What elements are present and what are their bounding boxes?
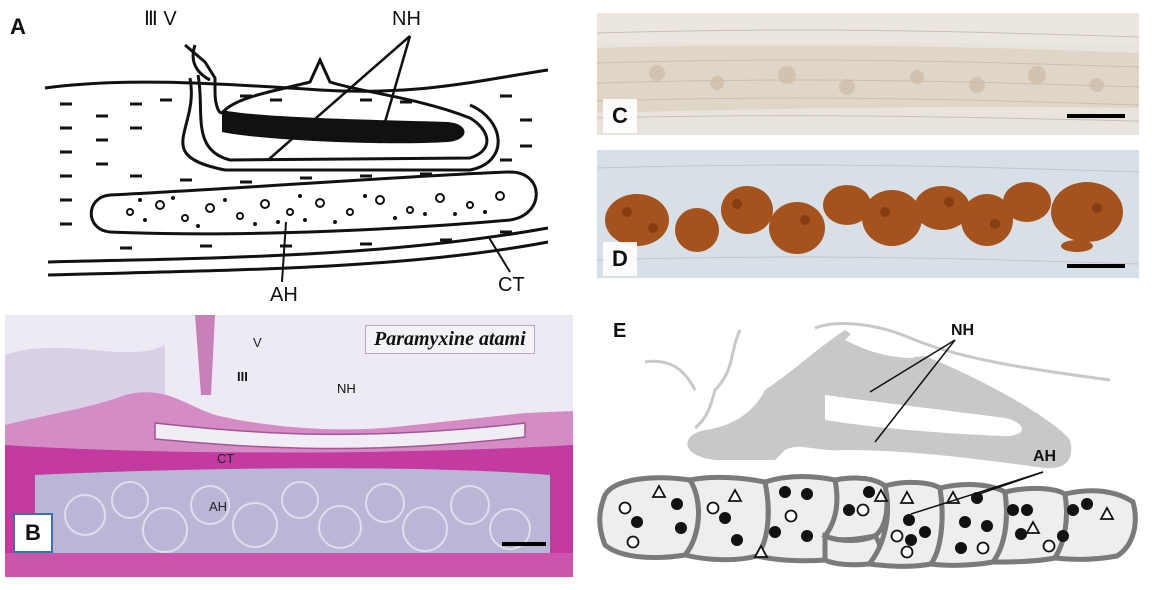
panel-a-ct-label: CT xyxy=(498,274,525,296)
panel-b-ct-label: CT xyxy=(217,451,235,466)
panel-a-drawing xyxy=(44,35,549,283)
panel-c: C xyxy=(596,13,1140,135)
panel-b-nh-label: NH xyxy=(337,381,356,396)
panel-c-scale-bar xyxy=(1067,114,1125,118)
panel-a: A Ⅲ V NH AH CT xyxy=(0,0,580,306)
panel-c-label: C xyxy=(603,99,637,133)
panel-b-ventricle-label: V xyxy=(253,335,262,350)
panel-a-nh-label: NH xyxy=(392,8,421,30)
panel-d-scale-bar xyxy=(1067,264,1125,268)
panel-d: D xyxy=(596,150,1140,278)
panel-e: E NH AH xyxy=(585,310,1158,585)
panel-e-drawing xyxy=(597,322,1138,569)
panel-b-label: B xyxy=(13,513,53,553)
panel-b: Paramyxine atami V III NH CT AH B xyxy=(5,315,573,577)
panel-c-micrograph xyxy=(596,13,1140,135)
panel-b-micrograph xyxy=(5,315,573,577)
panel-a-label: A xyxy=(10,14,26,39)
panel-e-nh-label: NH xyxy=(951,322,975,339)
panel-b-species-label: Paramyxine atami xyxy=(365,325,535,354)
panel-b-ah-label: AH xyxy=(209,499,228,514)
panel-d-micrograph xyxy=(596,150,1140,278)
panel-a-third-ventricle-label: Ⅲ V xyxy=(144,8,177,30)
panel-b-scale-bar xyxy=(502,542,546,546)
panel-b-third-label: III xyxy=(237,369,248,384)
panel-d-label: D xyxy=(603,242,637,276)
panel-e-label: E xyxy=(613,320,627,342)
panel-e-ah-label: AH xyxy=(1033,448,1057,465)
panel-a-ah-label: AH xyxy=(270,284,298,306)
